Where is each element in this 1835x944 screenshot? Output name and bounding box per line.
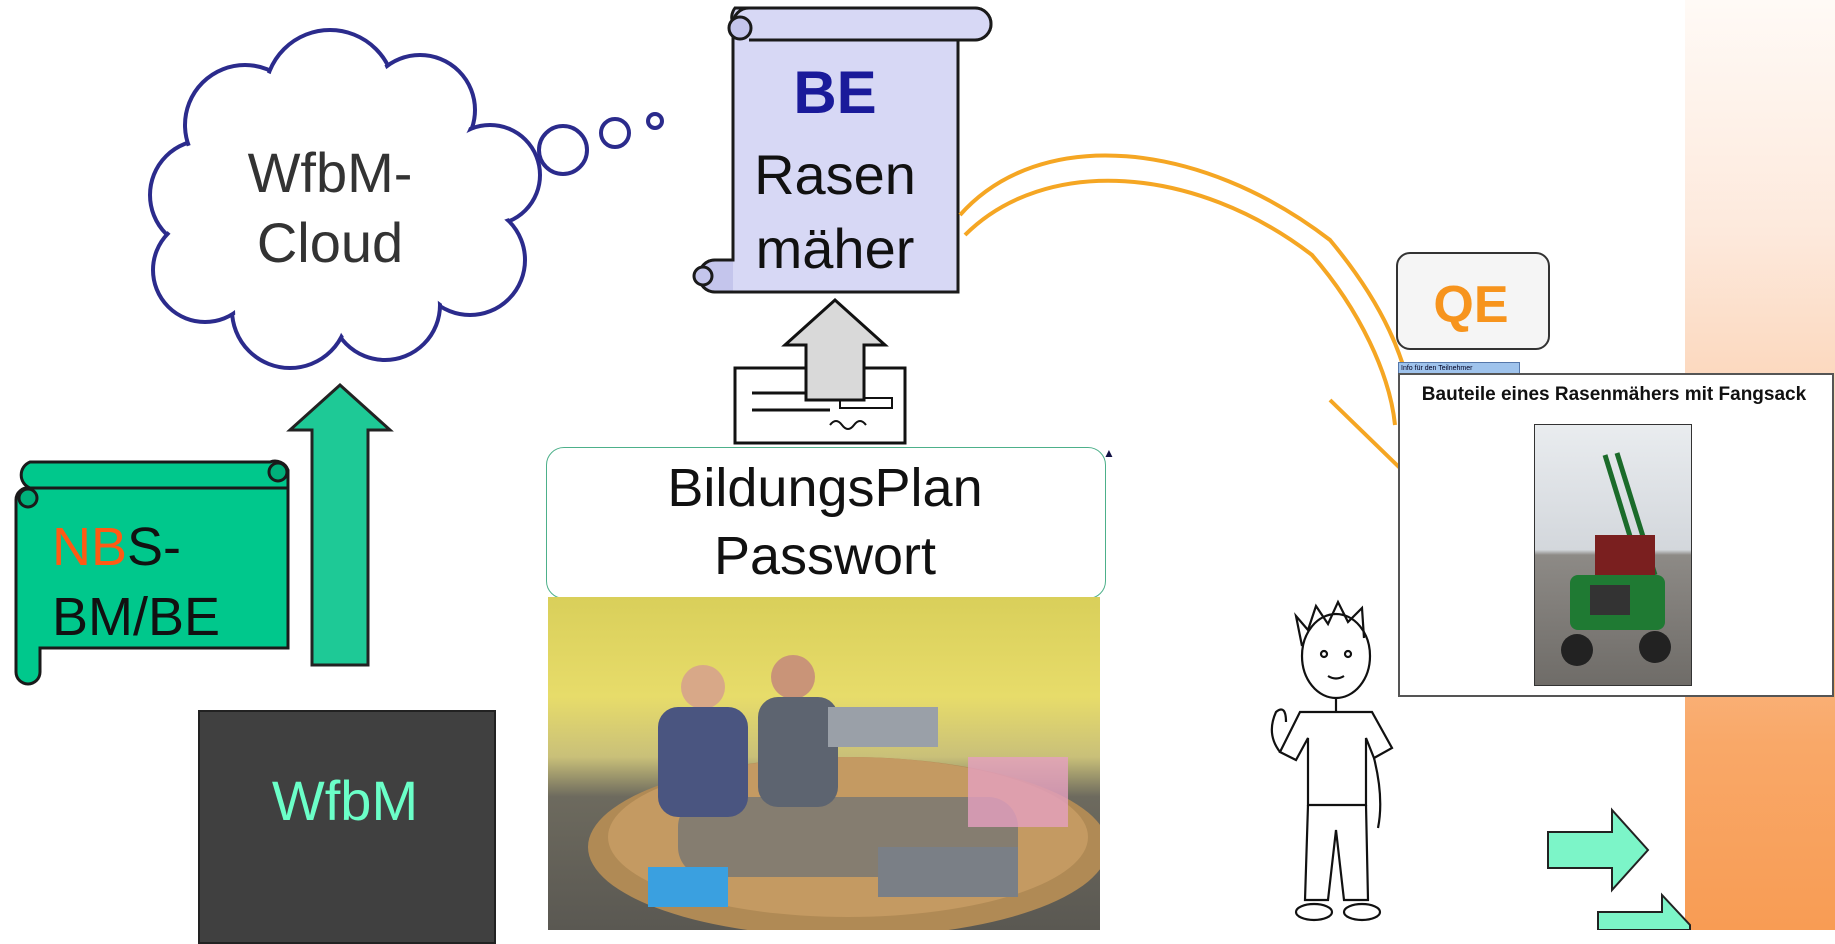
be-scroll — [692, 6, 993, 294]
nbs-highlight: NB — [52, 517, 128, 577]
cloud-label-line2: Cloud — [256, 211, 404, 274]
meeting-photo-sketch — [588, 655, 1108, 937]
qe-label: QE — [1433, 276, 1509, 334]
nbs-label-line2: BM/BE — [52, 587, 221, 647]
curved-arrow-orange — [958, 153, 1420, 475]
thought-bubbles — [537, 112, 664, 176]
plan-label-line1: BildungsPlan — [667, 458, 983, 518]
meeting-photo — [548, 597, 1108, 937]
person-sketch — [1270, 599, 1394, 922]
nbs-label-line1: NBS- — [52, 512, 272, 582]
wfbm-label: WfbM — [271, 769, 419, 832]
be-label-line1: Rasen — [754, 143, 916, 206]
up-arrow-gray — [781, 297, 889, 402]
plan-label-line2: Passwort — [713, 526, 937, 586]
be-label: Rasen mäher — [715, 138, 955, 286]
document-title: Bauteile eines Rasenmähers mit Fangsack — [1421, 384, 1807, 405]
plan-label: BildungsPlan Passwort — [546, 454, 1104, 590]
qe-box — [1396, 252, 1550, 350]
mower-photo — [1534, 424, 1692, 686]
small-arrow-1 — [1547, 807, 1650, 893]
plan-box — [546, 447, 1106, 599]
nbs-rest: S- — [127, 517, 182, 577]
be-title: BE — [793, 59, 877, 126]
cloud-label: WfbM- Cloud — [190, 138, 470, 278]
cloud-label-line1: WfbM- — [247, 141, 413, 204]
up-arrow-green — [286, 382, 394, 667]
mower-photo-sketch — [1561, 452, 1671, 666]
nbs-label: NBS- BM/BE — [52, 512, 272, 652]
small-up-icon: ▲ — [1103, 446, 1115, 460]
small-arrow-2 — [1597, 892, 1691, 930]
be-label-line2: mäher — [755, 217, 915, 280]
nbs-scroll — [14, 459, 290, 686]
